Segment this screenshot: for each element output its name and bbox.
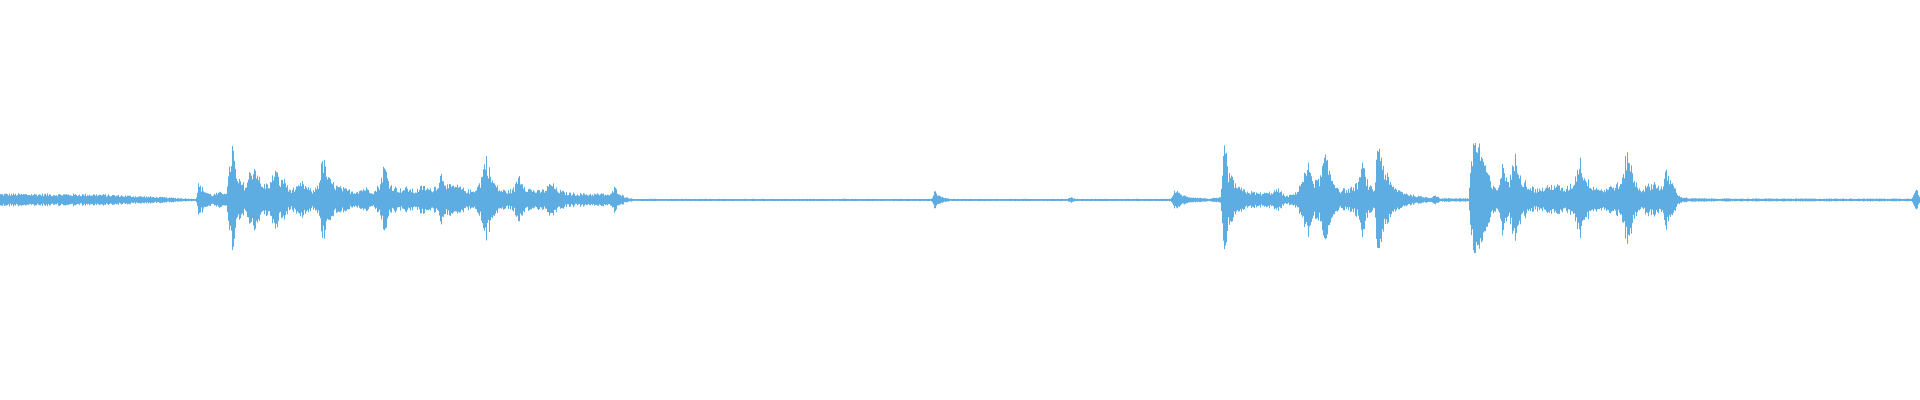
waveform-path <box>0 143 1920 254</box>
waveform-bars <box>0 143 1920 254</box>
